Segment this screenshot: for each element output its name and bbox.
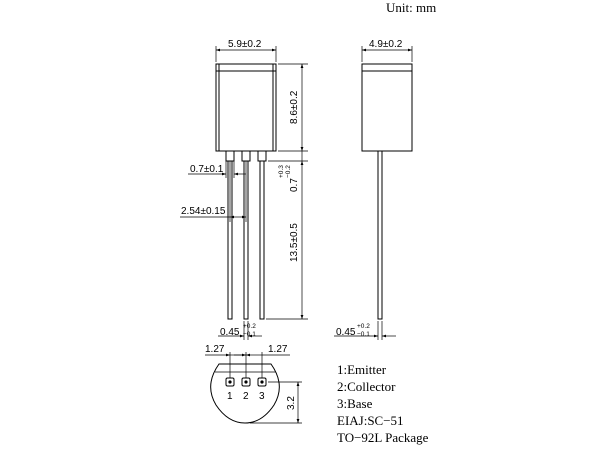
- bottom-view: 1 2 3 1.27 1.27 3.2: [205, 344, 302, 424]
- dim-lead-width: 0.7±0.1: [190, 164, 224, 175]
- dim-bottom-pitch-right: 1.27: [268, 344, 288, 355]
- dim-lead-length: 13.5±0.5: [289, 223, 300, 262]
- legend-emitter: 1:Emitter: [337, 362, 387, 377]
- front-leads: [225, 150, 267, 320]
- dim-body-width: 5.9±0.2: [228, 39, 262, 50]
- side-lead: [377, 150, 383, 320]
- dim-lead-shoulder-plus: +0.3: [278, 165, 285, 178]
- front-view: 5.9±0.2 8.6±0.2 0.7 +0.3 −0.2 13.5±0.5 0…: [180, 39, 308, 340]
- legend-package: TO−92L Package: [337, 430, 429, 445]
- dim-side-lead-minus: −0.1: [357, 331, 370, 338]
- legend-base: 3:Base: [337, 396, 373, 411]
- pin-number-1: 1: [227, 391, 233, 402]
- dim-lead-thickness-minus: −0.1: [243, 331, 256, 338]
- dim-lead-thickness: 0.45: [220, 327, 240, 338]
- dim-lead-shoulder-minus: −0.2: [285, 165, 292, 178]
- pin-number-2: 2: [243, 391, 249, 402]
- bottom-outline: [210, 363, 280, 424]
- dim-bottom-pitch-left: 1.27: [205, 344, 225, 355]
- dim-pitch: 2.54±0.15: [181, 206, 226, 217]
- legend-collector: 2:Collector: [337, 379, 396, 394]
- bottom-pins: [225, 377, 267, 387]
- dim-side-width: 4.9±0.2: [369, 39, 403, 50]
- legend-eiaj: EIAJ:SC−51: [337, 413, 404, 428]
- dim-bottom-depth: 3.2: [286, 396, 297, 410]
- dim-side-lead: 0.45: [336, 327, 356, 338]
- front-body: [215, 63, 277, 152]
- dim-lead-shoulder: 0.7: [289, 178, 300, 192]
- pin-number-3: 3: [259, 391, 265, 402]
- dim-side-lead-plus: +0.2: [357, 323, 370, 330]
- dim-lead-thickness-plus: +0.2: [243, 323, 256, 330]
- dim-body-height: 8.6±0.2: [289, 90, 300, 124]
- pin-legend: 1:Emitter 2:Collector 3:Base EIAJ:SC−51 …: [337, 362, 429, 445]
- side-body: [361, 63, 413, 152]
- side-view: 4.9±0.2 0.45 +0.2 −0.1: [334, 39, 413, 340]
- unit-label: Unit: mm: [386, 0, 436, 15]
